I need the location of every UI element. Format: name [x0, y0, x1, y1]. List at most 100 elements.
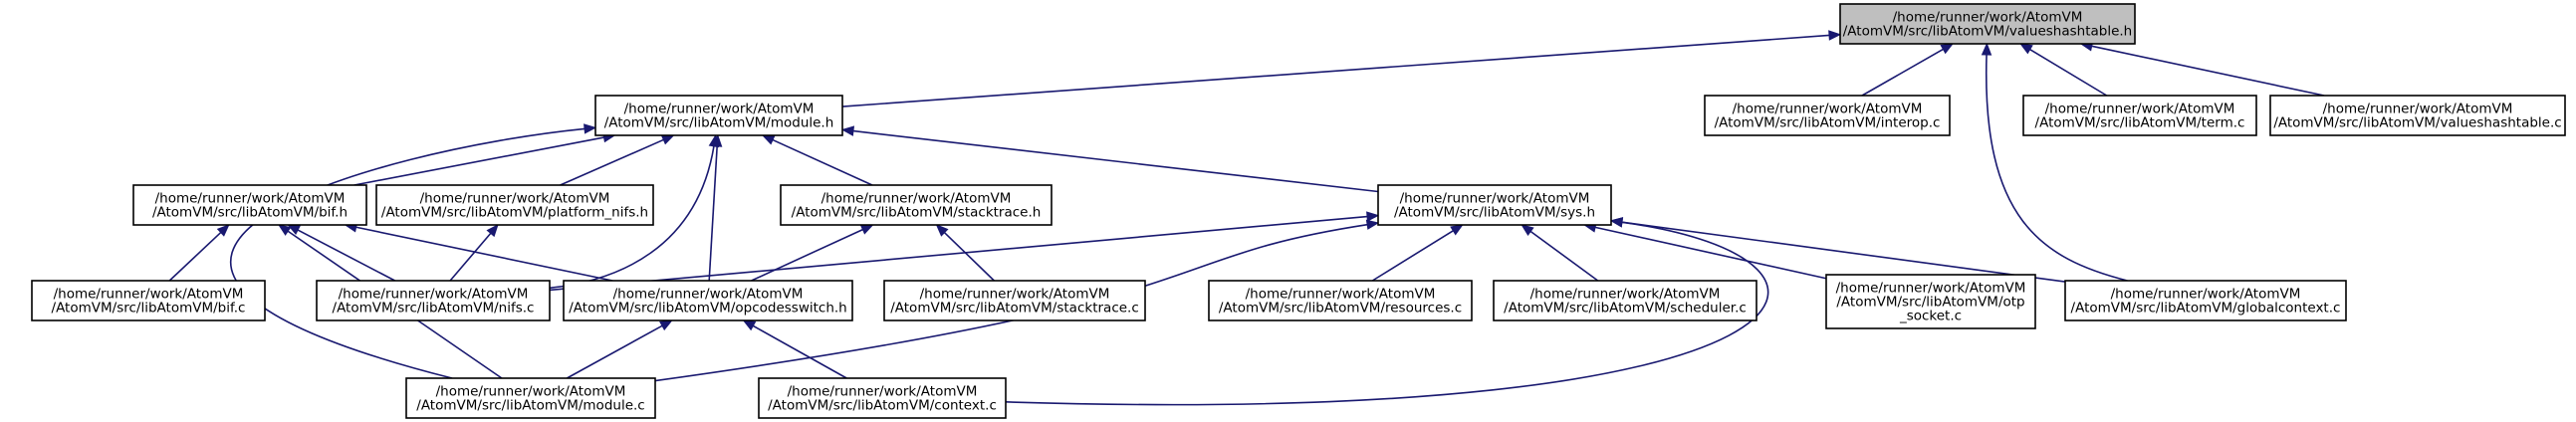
- node-label-line: /home/runner/work/AtomVM: [420, 191, 610, 207]
- edge-context-c-to-opcodesswitch-h: [742, 319, 847, 379]
- node-valueshashtable-c[interactable]: /home/runner/work/AtomVM/AtomVM/src/libA…: [2269, 95, 2566, 136]
- node-box: [375, 184, 654, 226]
- arrowhead-icon: [859, 224, 874, 235]
- edge-line: [752, 324, 847, 379]
- arrowhead-icon: [761, 134, 776, 145]
- node-label-line: /home/runner/work/AtomVM: [339, 287, 529, 303]
- arrowhead-icon: [216, 224, 230, 237]
- node-label-line: /AtomVM/src/libAtomVM/scheduler.c: [1504, 301, 1747, 316]
- arrowhead-icon: [277, 224, 292, 236]
- edge-context-c-to-sys-h: [1005, 217, 1769, 406]
- node-module-h[interactable]: /home/runner/work/AtomVM/AtomVM/src/libA…: [594, 95, 843, 136]
- node-label-line: /home/runner/work/AtomVM: [2111, 287, 2301, 303]
- node-interop-c[interactable]: /home/runner/work/AtomVM/AtomVM/src/libA…: [1704, 95, 1951, 136]
- node-module-c[interactable]: /home/runner/work/AtomVM/AtomVM/src/libA…: [405, 377, 656, 419]
- edge-line: [353, 136, 604, 186]
- node-label-line: /AtomVM/src/libAtomVM/otp: [1836, 295, 2024, 311]
- arrowhead-icon: [1609, 217, 1624, 228]
- edge-term-c-to-valueshashtable-h: [2019, 43, 2108, 97]
- edge-resources-c-to-sys-h: [1371, 224, 1464, 282]
- edge-globalcontext-c-to-sys-h: [1609, 217, 2066, 283]
- edge-line: [168, 231, 222, 282]
- arrowhead-icon: [935, 224, 949, 237]
- node-box: [1208, 280, 1473, 321]
- edge-line: [297, 229, 396, 282]
- node-label-line: /home/runner/work/AtomVM: [1836, 281, 2026, 297]
- node-label-line: /AtomVM/src/libAtomVM/bif.h: [152, 205, 348, 221]
- edge-sys-h-to-module-h: [840, 125, 1379, 193]
- node-sys-h[interactable]: /home/runner/work/AtomVM/AtomVM/src/libA…: [1377, 184, 1612, 226]
- edge-otp-socket-c-to-sys-h: [1583, 222, 1827, 280]
- edge-line: [1861, 48, 1944, 97]
- edge-scheduler-c-to-sys-h: [1521, 224, 1599, 282]
- node-label-line: /home/runner/work/AtomVM: [1246, 287, 1436, 303]
- edge-module-c-to-opcodesswitch-h: [566, 319, 673, 379]
- edge-opcodesswitch-h-to-bif-h: [344, 222, 613, 282]
- edge-bif-h-to-module-h: [353, 132, 616, 186]
- node-label-line: /AtomVM/src/libAtomVM/valueshashtable.c: [2273, 115, 2561, 131]
- edge-line: [772, 138, 873, 186]
- arrowhead-icon: [1450, 224, 1464, 236]
- edge-interop-c-to-valueshashtable-h: [1861, 43, 1955, 97]
- node-label-line: /home/runner/work/AtomVM: [1733, 102, 1923, 117]
- arrowhead-icon: [2019, 43, 2033, 55]
- node-label-line: /home/runner/work/AtomVM: [1400, 191, 1590, 207]
- edge-line: [751, 228, 863, 282]
- node-stacktrace-c[interactable]: /home/runner/work/AtomVM/AtomVM/src/libA…: [883, 280, 1146, 321]
- arrowhead-icon: [1521, 224, 1534, 237]
- node-label-line: /AtomVM/src/libAtomVM/globalcontext.c: [2071, 301, 2341, 316]
- node-bif-h[interactable]: /home/runner/work/AtomVM/AtomVM/src/libA…: [132, 184, 367, 226]
- edge-line: [1005, 221, 1769, 406]
- node-context-c[interactable]: /home/runner/work/AtomVM/AtomVM/src/libA…: [758, 377, 1007, 419]
- node-bif-c[interactable]: /home/runner/work/AtomVM/AtomVM/src/libA…: [31, 280, 266, 321]
- node-label-line: /AtomVM/src/libAtomVM/nifs.c: [333, 301, 535, 316]
- edge-line: [1594, 226, 1827, 280]
- arrowhead-icon: [1828, 30, 1842, 41]
- node-resources-c[interactable]: /home/runner/work/AtomVM/AtomVM/src/libA…: [1208, 280, 1473, 321]
- edge-line: [230, 127, 585, 379]
- node-platform-nifs-h[interactable]: /home/runner/work/AtomVM/AtomVM/src/libA…: [375, 184, 654, 226]
- node-box: [563, 280, 853, 321]
- edge-nifs-c-to-bif-h: [287, 224, 396, 282]
- node-label-line: /home/runner/work/AtomVM: [2323, 102, 2513, 117]
- node-box: [758, 377, 1007, 419]
- edge-nifs-c-to-sys-h: [549, 211, 1380, 292]
- edge-line: [654, 223, 1368, 382]
- edge-line: [1621, 221, 2066, 283]
- edge-module-c-to-sys-h: [654, 219, 1380, 382]
- node-opcodesswitch-h[interactable]: /home/runner/work/AtomVM/AtomVM/src/libA…: [563, 280, 853, 321]
- node-globalcontext-c[interactable]: /home/runner/work/AtomVM/AtomVM/src/libA…: [2064, 280, 2347, 321]
- node-label-line: /home/runner/work/AtomVM: [1530, 287, 1721, 303]
- node-label-line: /AtomVM/src/libAtomVM/bif.c: [52, 301, 246, 316]
- node-label-line: /AtomVM/src/libAtomVM/stacktrace.h: [792, 205, 1042, 221]
- edge-line: [566, 324, 663, 379]
- node-label-line: /home/runner/work/AtomVM: [2045, 102, 2235, 117]
- node-label-line: /AtomVM/src/libAtomVM/platform_nifs.h: [381, 205, 648, 221]
- edge-line: [841, 34, 1830, 107]
- edge-bif-c-to-bif-h: [168, 224, 230, 282]
- node-scheduler-c[interactable]: /home/runner/work/AtomVM/AtomVM/src/libA…: [1493, 280, 1757, 321]
- node-stacktrace-h[interactable]: /home/runner/work/AtomVM/AtomVM/src/libA…: [780, 184, 1053, 226]
- node-otp-socket-c[interactable]: /home/runner/work/AtomVM/AtomVM/src/libA…: [1825, 274, 2036, 329]
- node-label-line: _socket.c: [1899, 309, 1962, 324]
- edge-line: [1985, 54, 2128, 282]
- edge-line: [852, 129, 1379, 193]
- arrowhead-icon: [742, 319, 757, 331]
- node-nifs-c[interactable]: /home/runner/work/AtomVM/AtomVM/src/libA…: [316, 280, 551, 321]
- edge-line: [549, 215, 1368, 292]
- edge-valueshashtable-c-to-valueshashtable-h: [2079, 41, 2325, 97]
- node-label-line: /AtomVM/src/libAtomVM/term.c: [2035, 115, 2245, 131]
- node-label-line: /home/runner/work/AtomVM: [54, 287, 244, 303]
- node-valueshashtable-h[interactable]: /home/runner/work/AtomVM/AtomVM/src/libA…: [1839, 3, 2136, 45]
- arrowhead-icon: [659, 319, 673, 331]
- node-label-line: /AtomVM/src/libAtomVM/opcodesswitch.h: [569, 301, 847, 316]
- edge-opcodesswitch-h-to-module-h: [708, 133, 723, 282]
- node-label-line: /home/runner/work/AtomVM: [920, 287, 1110, 303]
- arrowhead-icon: [1366, 211, 1380, 222]
- edge-line: [449, 232, 492, 282]
- arrowhead-icon: [1940, 43, 1955, 55]
- node-term-c[interactable]: /home/runner/work/AtomVM/AtomVM/src/libA…: [2022, 95, 2257, 136]
- node-label-line: /home/runner/work/AtomVM: [1893, 10, 2083, 26]
- edge-module-h-to-valueshashtable-h: [841, 30, 1842, 107]
- edge-line: [2029, 48, 2108, 97]
